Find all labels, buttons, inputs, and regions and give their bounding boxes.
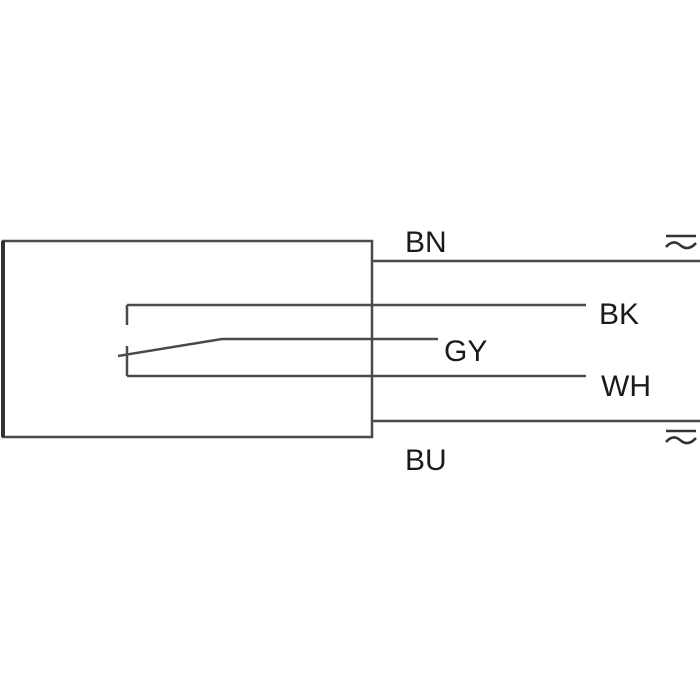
switch-arm bbox=[117, 337, 223, 358]
label-bu: BU bbox=[405, 444, 447, 477]
label-bn: BN bbox=[405, 226, 447, 259]
label-wh: WH bbox=[601, 370, 651, 403]
label-bk: BK bbox=[599, 298, 639, 331]
supply-symbol-bottom-icon bbox=[665, 429, 697, 445]
supply-symbol-top-icon bbox=[665, 234, 697, 250]
label-gy: GY bbox=[444, 335, 487, 368]
